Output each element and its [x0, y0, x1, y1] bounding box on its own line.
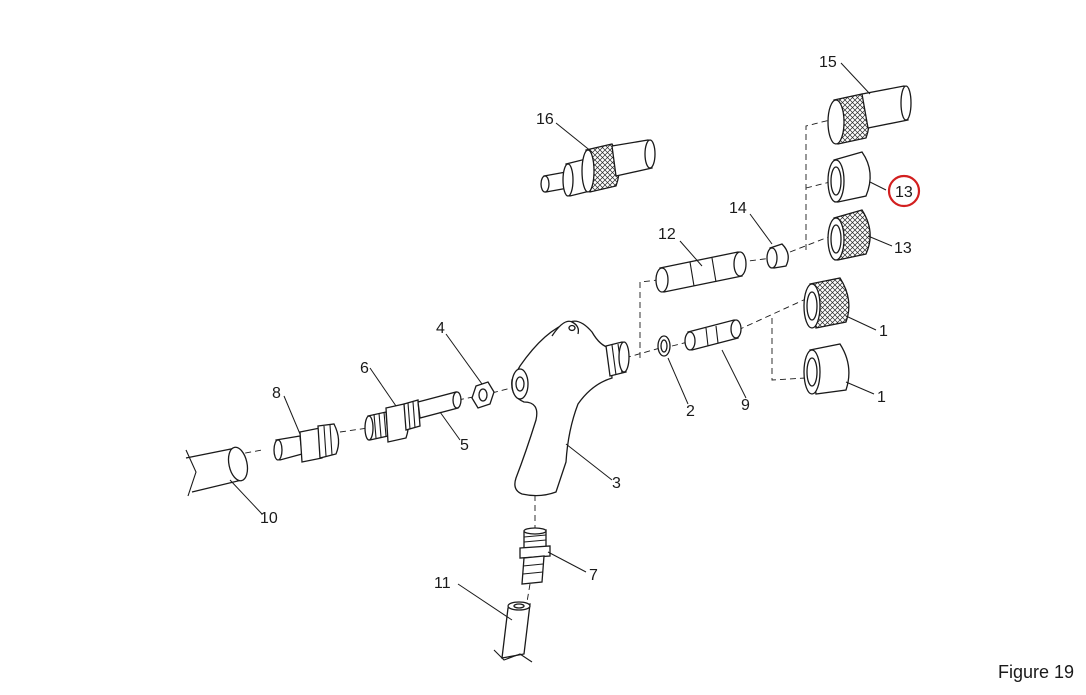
part-11-lower-hose [493, 601, 533, 663]
callout-4: 4 [436, 320, 445, 337]
callout-1-lower: 1 [877, 389, 886, 406]
part-16-nozzle-assembly [540, 139, 656, 197]
callout-10: 10 [260, 510, 278, 527]
part-10-air-hose [185, 446, 249, 497]
part-8-quick-coupler [273, 423, 340, 463]
callout-3: 3 [612, 475, 621, 492]
callout-14: 14 [729, 200, 747, 217]
part-6-threaded-fitting [364, 399, 421, 443]
callout-13: 13 [894, 240, 912, 257]
part-13-nut-plain [827, 151, 871, 203]
part-15-nozzle-assembly [827, 85, 912, 145]
callout-6: 6 [360, 360, 369, 377]
callout-9: 9 [741, 397, 750, 414]
part-12-long-nozzle [655, 251, 747, 293]
assembly-guide-lines [195, 119, 837, 609]
callout-11: 11 [434, 575, 451, 592]
callout-13-highlighted: 13 [895, 184, 913, 201]
callout-2: 2 [686, 403, 695, 420]
part-4-hex-nut [471, 381, 495, 409]
part-1-nut-knurled [803, 277, 850, 329]
callout-7: 7 [589, 567, 598, 584]
leader-lines [229, 62, 893, 621]
part-14-washer [766, 243, 789, 269]
callout-8: 8 [272, 385, 281, 402]
part-1-nut-plain [803, 343, 850, 395]
part-3-gun-body [511, 320, 630, 497]
part-2-o-ring [657, 335, 671, 357]
highlight-ring [887, 174, 921, 208]
callout-15: 15 [819, 54, 837, 71]
part-13-nut-knurled [827, 209, 871, 261]
part-7-lower-fitting [519, 527, 551, 585]
callout-1-upper: 1 [879, 323, 888, 340]
part-9-insert-sleeve [684, 319, 742, 351]
callout-12: 12 [658, 226, 676, 243]
callout-5: 5 [460, 437, 469, 454]
figure-caption: Figure 19 [997, 662, 1074, 682]
callout-labels: 15 16 13 14 12 13 1 4 6 8 1 2 9 5 3 10 7… [260, 54, 913, 592]
part-5-nozzle-tube [417, 391, 462, 419]
callout-16: 16 [536, 111, 554, 128]
